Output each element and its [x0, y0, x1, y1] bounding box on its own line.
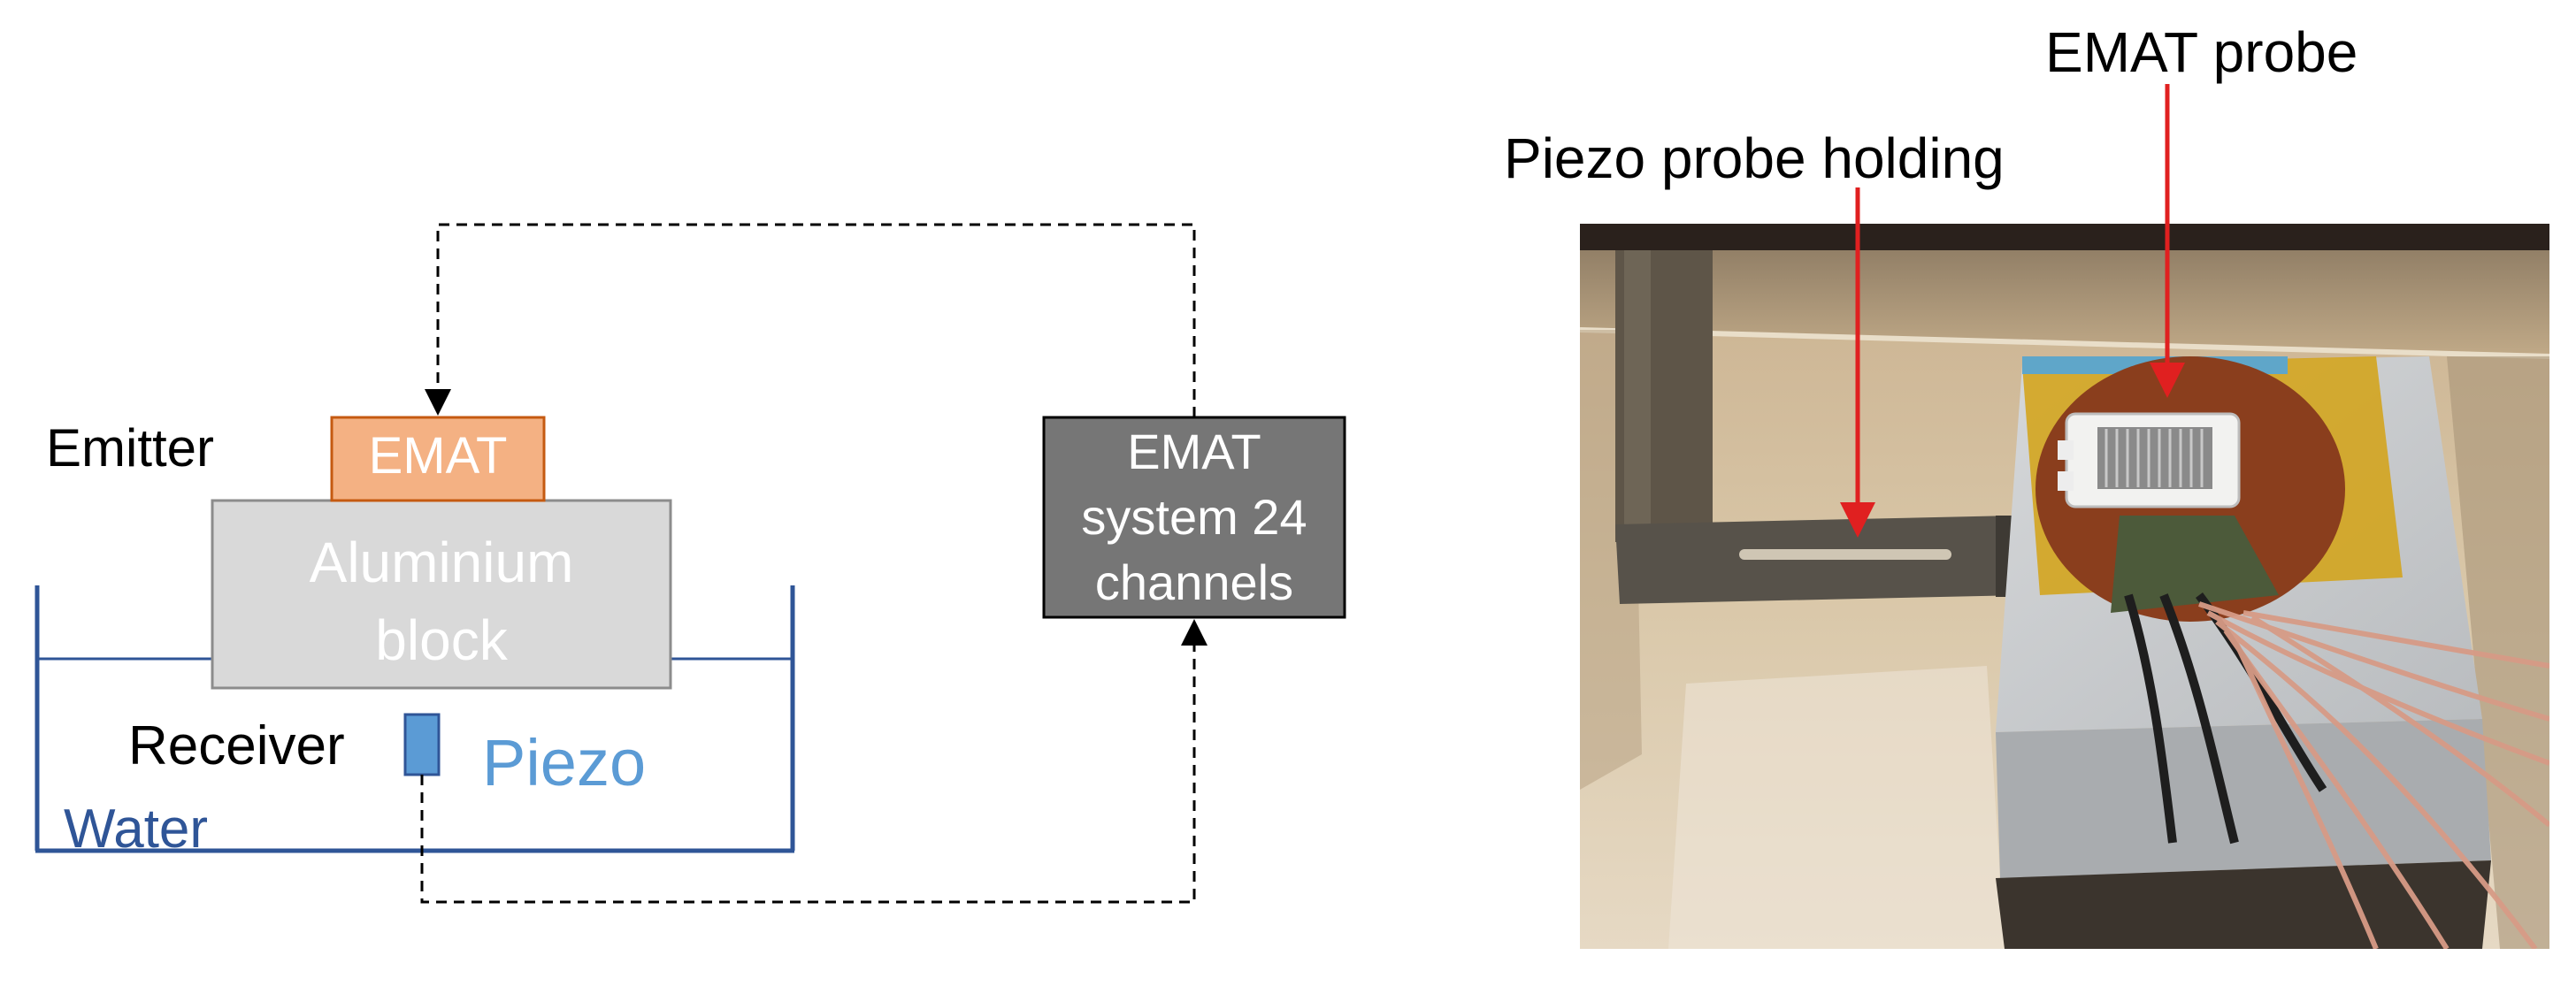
receiver-label: Receiver [128, 715, 345, 776]
experiment-photo [1580, 224, 2549, 949]
aluminium-block [211, 499, 672, 690]
piezo-receiver-element [403, 713, 441, 776]
emat-system-label: EMAT system 24 channels [1044, 419, 1345, 615]
system-label-line2: system 24 [1081, 489, 1307, 545]
water-tank [34, 585, 795, 853]
emat-probe-label: EMAT probe [2045, 20, 2358, 84]
setup-schematic [34, 223, 1346, 904]
block-label-line1: Aluminium [309, 531, 574, 594]
receiver-connection-line [420, 619, 1208, 904]
piezo-probe-holding-label: Piezo probe holding [1504, 126, 2005, 190]
aluminium-block-label: Aluminium block [212, 524, 671, 679]
emat-emitter-label: EMAT [368, 427, 508, 485]
system-label-line3: channels [1094, 554, 1294, 610]
emitter-connection-line [425, 223, 1196, 417]
block-label-line2: block [375, 608, 508, 672]
emat-emitter-box [330, 416, 546, 502]
system-label-line1: EMAT [1127, 424, 1261, 479]
water-label: Water [64, 799, 209, 860]
emitter-label: Emitter [46, 418, 215, 478]
piezo-label: Piezo [482, 726, 647, 799]
